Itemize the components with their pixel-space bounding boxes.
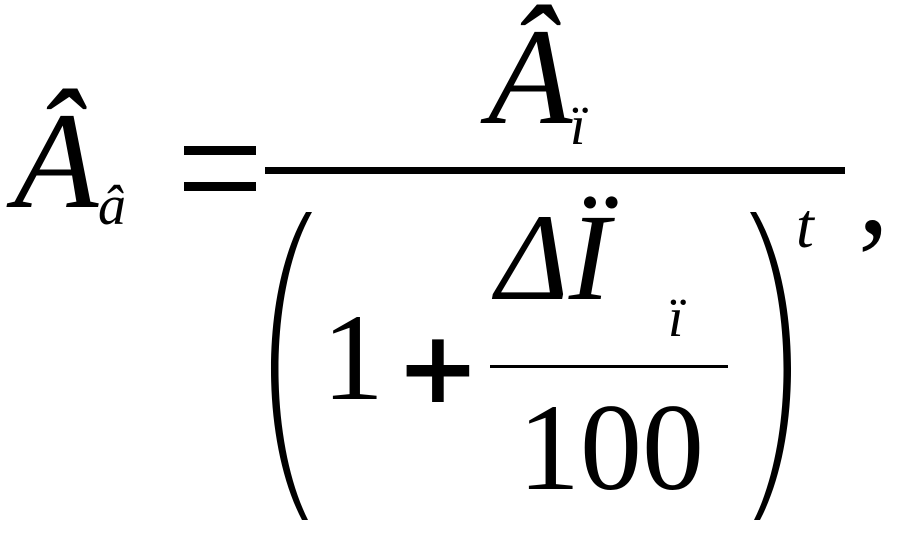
numerator-subscript: ï — [570, 95, 586, 157]
trailing-comma: , — [858, 123, 889, 260]
inner-denominator: 100 — [518, 379, 704, 516]
inner-subscript: ï — [668, 287, 684, 349]
inner-plus: + — [396, 309, 480, 426]
equals-top-bar — [184, 146, 256, 155]
lhs-symbol: Â — [14, 84, 99, 237]
left-paren — [270, 212, 312, 520]
inner-one: 1 — [322, 289, 384, 426]
inner-numerator: ΔÏ — [496, 189, 611, 326]
right-paren — [750, 212, 792, 520]
main-fraction-bar — [265, 167, 845, 174]
equals-bottom-bar — [184, 182, 256, 191]
numerator-symbol: Â — [488, 0, 573, 153]
inner-fraction-bar — [490, 365, 728, 368]
lhs-subscript: â — [98, 175, 126, 237]
exponent: t — [796, 190, 814, 261]
